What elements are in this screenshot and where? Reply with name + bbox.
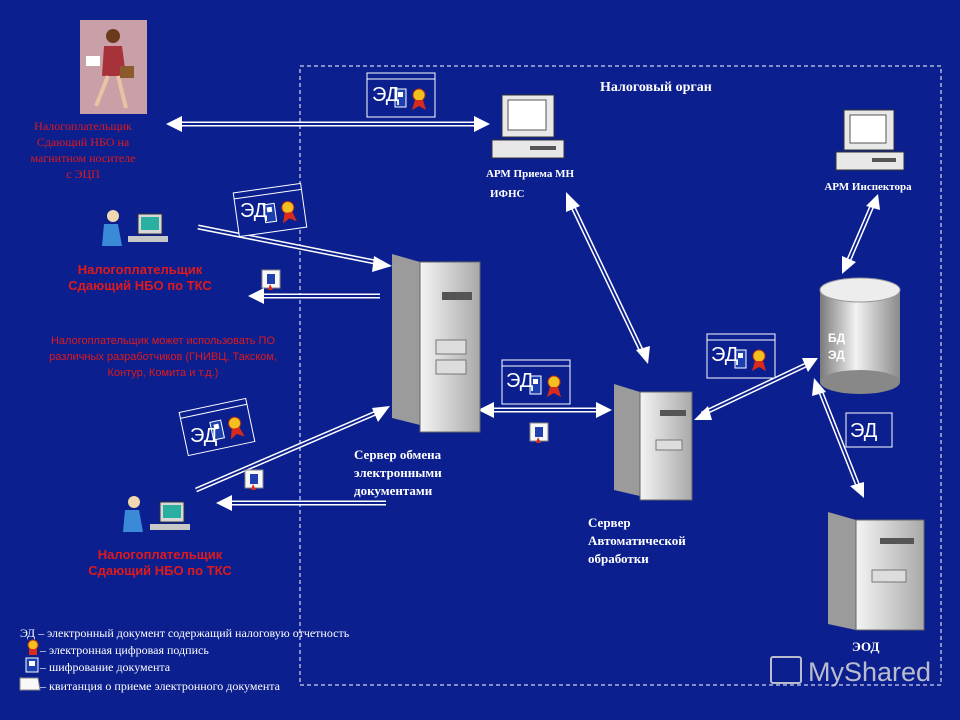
arm-inspector-computer-icon	[835, 109, 905, 171]
software-note: Налогоплательщик может использовать ПО р…	[20, 333, 306, 381]
label-line: электронными	[354, 465, 442, 480]
database-cylinder-icon	[819, 277, 901, 394]
watermark-logo: MyShared	[770, 656, 931, 688]
receipt-icon	[261, 269, 281, 291]
tax-authority-title: Налоговый орган	[600, 80, 712, 95]
receipt-icon	[244, 469, 264, 491]
ed-doc-label: ЭД	[506, 370, 534, 392]
ed-doc-label: ЭД	[240, 200, 268, 222]
note-line: Налогоплательщик может использовать ПО	[50, 335, 276, 347]
legend-signature-icon	[27, 639, 39, 655]
ed-doc-label: ЭД	[372, 84, 400, 106]
legend-encryption: – шифрование документа	[40, 660, 171, 674]
tks-taxpayer-label-1: Налогоплательщик Сдающий НБО по ТКС	[40, 262, 240, 294]
exchange-server-label: Сервер обмена электронными документами	[354, 446, 442, 500]
eod-label: ЭОД	[852, 639, 880, 654]
note-line: различных разработчиков (ГНИВЦ, Такском,	[49, 351, 277, 363]
label-line: магнитном носителе	[30, 151, 136, 165]
user-at-computer-icon	[102, 210, 168, 246]
ed-doc-label: ЭД	[711, 344, 739, 366]
ed-doc-label: ЭД	[850, 420, 878, 442]
legend-encryption-icon	[25, 657, 39, 673]
arrows	[178, 121, 875, 506]
label-line: ИФНС	[490, 188, 525, 200]
user-at-computer-icon	[123, 496, 190, 532]
legend-signature: – электронная цифровая подпись	[40, 643, 209, 657]
label-line: документами	[354, 483, 433, 498]
label-line: Сервер	[588, 515, 631, 530]
label-line: АРМ Приема МН	[485, 168, 575, 180]
label-line: с ЭЦП	[66, 167, 100, 181]
note-line: Контур, Комита и т.д.)	[107, 367, 219, 379]
label-line: Сдающий НБО по ТКС	[88, 563, 232, 578]
eod-server-icon	[828, 512, 925, 631]
watermark-chart-icon	[770, 656, 802, 684]
label-line: БД	[828, 331, 846, 345]
auto-processing-server-icon	[614, 384, 693, 501]
tks-taxpayer-label-2: Налогоплательщик Сдающий НБО по ТКС	[60, 547, 260, 579]
ed-document-icon	[845, 412, 893, 448]
arm-receive-computer-icon	[491, 94, 565, 159]
exchange-server-icon	[392, 254, 481, 433]
ed-doc-label: ЭД	[190, 425, 218, 447]
legend-receipt-icon	[19, 677, 41, 691]
label-line: Налогоплательщик	[77, 262, 203, 277]
auto-server-label: Сервер Автоматической обработки	[588, 514, 686, 568]
legend-receipt: – квитанция о приеме электронного докуме…	[40, 679, 280, 693]
label-line: Налогоплательщик	[34, 119, 132, 133]
arm-inspector-label: АРМ Инспектора	[824, 181, 912, 193]
legend-ed: ЭД – электронный документ содержащий нал…	[20, 626, 350, 640]
label-line: Налогоплательщик	[97, 547, 223, 562]
arm-receive-label: АРМ Приема МН ИФНС	[470, 164, 590, 204]
label-line: обработки	[588, 551, 649, 566]
database-label: БД ЭД	[828, 330, 845, 364]
label-line: Сервер обмена	[354, 447, 442, 462]
arrowheads	[166, 116, 880, 511]
label-line: Сдающий НБО по ТКС	[68, 278, 212, 293]
label-line: Сдающий НБО на	[36, 135, 130, 149]
label-line: Автоматической	[588, 533, 686, 548]
woman-figure-icon	[80, 20, 147, 114]
magnetic-taxpayer-label: Налогоплательщик Сдающий НБО на магнитно…	[8, 118, 158, 182]
watermark-text: MyShared	[808, 657, 932, 687]
label-line: ЭД	[828, 348, 845, 362]
receipt-icon	[529, 422, 549, 444]
